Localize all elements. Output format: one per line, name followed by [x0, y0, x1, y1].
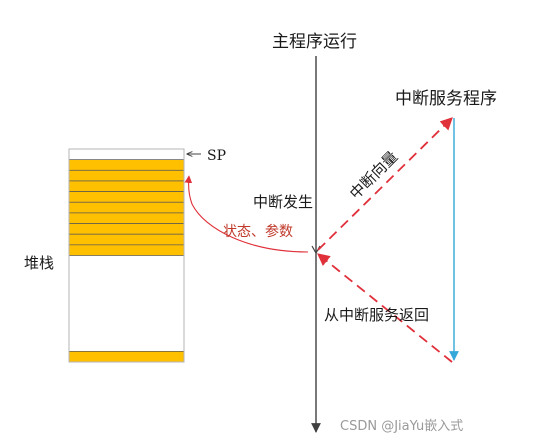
- stack-slot: [68, 351, 185, 363]
- stack-slots: [68, 159, 185, 363]
- stack-slot: [68, 201, 185, 214]
- stack-slot: [68, 233, 185, 246]
- stack-slot: [68, 212, 185, 224]
- stack-slot: [68, 244, 185, 256]
- stack-outline: [68, 148, 185, 363]
- stack: [68, 148, 185, 363]
- return-arrow: [317, 253, 453, 363]
- state-params-label: 状态、参数: [223, 223, 293, 240]
- interrupt-vector-arrow: [317, 117, 453, 251]
- stack-label: 堆栈: [24, 254, 54, 272]
- interrupt-occurs-label: 中断发生: [253, 193, 313, 211]
- stack-slot: [68, 180, 185, 192]
- stack-slot: [68, 223, 185, 235]
- stack-slot: [68, 191, 185, 203]
- isr-label: 中断服务程序: [395, 89, 497, 109]
- push-state-arrow: [184, 175, 309, 253]
- return-from-isr-label: 从中断服务返回: [324, 306, 429, 324]
- stack-slot: [68, 169, 185, 182]
- stack-slot: [68, 159, 185, 171]
- sp-label: SP: [207, 148, 226, 164]
- watermark: CSDN @JiaYu嵌入式: [340, 419, 463, 434]
- main-program-label: 主程序运行: [272, 32, 357, 52]
